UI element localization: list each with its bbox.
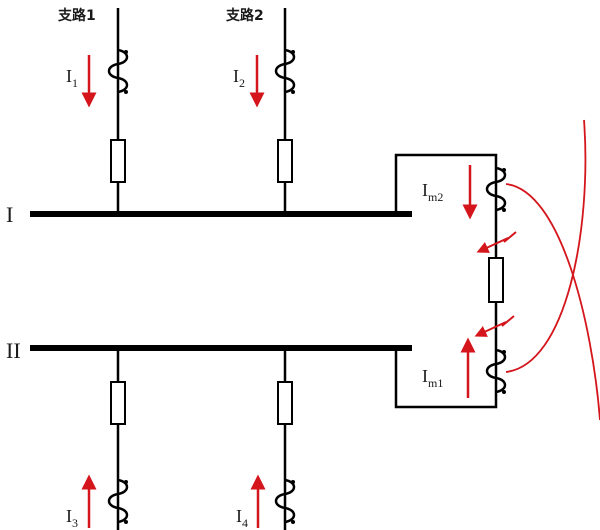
branch-4: I4 — [236, 348, 296, 530]
branch-1-ct-icon — [107, 48, 129, 94]
secondary-wire-lower — [505, 119, 587, 373]
coupler-lower-loop — [394, 310, 498, 409]
branch-2-ct-icon — [274, 48, 296, 94]
branch-3-breaker — [110, 381, 126, 425]
coupler-ct-m2-icon — [485, 166, 507, 212]
bus-coupler: Im2 Im1 — [394, 119, 600, 421]
bus-i-label: I — [6, 202, 13, 227]
current-i2-label: I2 — [233, 66, 245, 90]
branch-3: I3 — [66, 348, 129, 530]
branch-1-label: 支路1 — [57, 7, 96, 24]
coupler-upper-loop — [394, 153, 498, 248]
coupler-breaker — [488, 257, 504, 303]
current-im1-label: Im1 — [422, 366, 443, 390]
branch-4-ct-icon — [274, 478, 296, 524]
coupler-ct-m1-icon — [485, 348, 507, 394]
branch-2-label: 支路2 — [225, 7, 264, 24]
branch-2: 支路2 I2 — [225, 7, 296, 214]
branch-3-ct-icon — [107, 478, 129, 524]
current-i4-label: I4 — [236, 506, 248, 530]
fault-arrow-lower-icon — [474, 315, 515, 337]
current-i3-label: I3 — [66, 506, 78, 530]
branch-1-breaker — [110, 139, 126, 183]
bus-ii-label: II — [6, 338, 21, 363]
fault-arrow-upper-icon — [476, 231, 517, 253]
current-im2-label: Im2 — [422, 180, 443, 204]
branch-1: 支路1 I1 — [57, 7, 129, 214]
branch-4-breaker — [277, 381, 293, 425]
branch-2-breaker — [277, 139, 293, 183]
current-i1-label: I1 — [66, 66, 78, 90]
secondary-wire-upper — [505, 183, 600, 421]
